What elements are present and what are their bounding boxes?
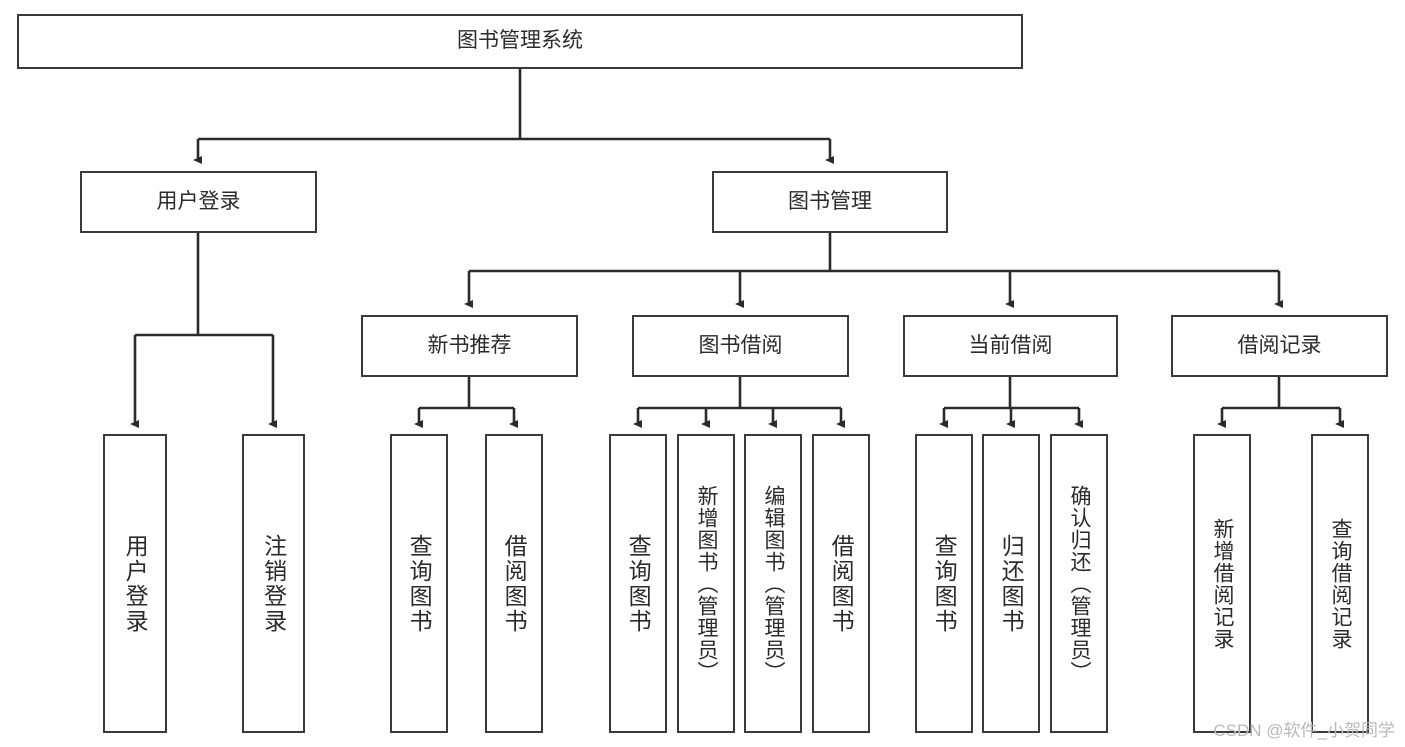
node-borrow-record[interactable]: 借阅记录 xyxy=(1171,315,1388,377)
node-leaf-br-add[interactable]: 新增借阅记录 xyxy=(1193,434,1251,733)
node-leaf-rec-query-label: 查询图书 xyxy=(406,533,433,634)
node-leaf-user-logout[interactable]: 注销登录 xyxy=(242,434,305,733)
node-leaf-cb-return[interactable]: 归还图书 xyxy=(982,434,1040,733)
node-leaf-cb-query-label: 查询图书 xyxy=(931,533,958,634)
node-book-borrow[interactable]: 图书借阅 xyxy=(632,315,849,377)
node-user-login-label: 用户登录 xyxy=(156,189,241,213)
node-current-borrow-label: 当前借阅 xyxy=(968,333,1053,357)
node-leaf-cb-return-label: 归还图书 xyxy=(998,533,1025,634)
node-leaf-bb-query-label: 查询图书 xyxy=(625,533,652,634)
node-leaf-user-logout-label: 注销登录 xyxy=(260,533,287,634)
node-leaf-bb-edit[interactable]: 编辑图书（管理员） xyxy=(744,434,802,733)
node-book-borrow-label: 图书借阅 xyxy=(698,333,783,357)
node-current-borrow[interactable]: 当前借阅 xyxy=(903,315,1118,377)
node-leaf-rec-query[interactable]: 查询图书 xyxy=(390,434,448,733)
watermark: CSDN @软件_小贺同学 xyxy=(1213,721,1395,740)
node-book-manage[interactable]: 图书管理 xyxy=(712,171,948,233)
node-leaf-user-login[interactable]: 用户登录 xyxy=(103,434,167,733)
node-leaf-br-query-label: 查询借阅记录 xyxy=(1329,517,1353,650)
node-book-manage-label: 图书管理 xyxy=(788,189,872,213)
node-leaf-user-login-label: 用户登录 xyxy=(122,533,149,634)
node-root[interactable]: 图书管理系统 xyxy=(17,14,1023,69)
node-new-book-rec-label: 新书推荐 xyxy=(427,333,512,357)
node-leaf-rec-borrow-label: 借阅图书 xyxy=(501,533,528,634)
node-leaf-bb-edit-label: 编辑图书（管理员） xyxy=(762,484,786,683)
node-leaf-cb-confirm-label: 确认归还（管理员） xyxy=(1068,484,1092,683)
node-borrow-record-label: 借阅记录 xyxy=(1237,333,1322,357)
node-leaf-bb-add-label: 新增图书（管理员） xyxy=(695,484,719,683)
node-leaf-bb-query[interactable]: 查询图书 xyxy=(609,434,667,733)
node-leaf-br-add-label: 新增借阅记录 xyxy=(1211,517,1235,650)
node-new-book-rec[interactable]: 新书推荐 xyxy=(361,315,578,377)
node-leaf-br-query[interactable]: 查询借阅记录 xyxy=(1311,434,1369,733)
node-leaf-bb-borrow[interactable]: 借阅图书 xyxy=(812,434,870,733)
node-leaf-rec-borrow[interactable]: 借阅图书 xyxy=(485,434,543,733)
node-root-label: 图书管理系统 xyxy=(457,29,583,53)
node-leaf-bb-add[interactable]: 新增图书（管理员） xyxy=(677,434,735,733)
node-leaf-bb-borrow-label: 借阅图书 xyxy=(828,533,855,634)
node-leaf-cb-confirm[interactable]: 确认归还（管理员） xyxy=(1050,434,1108,733)
node-user-login[interactable]: 用户登录 xyxy=(80,171,317,233)
node-leaf-cb-query[interactable]: 查询图书 xyxy=(915,434,973,733)
